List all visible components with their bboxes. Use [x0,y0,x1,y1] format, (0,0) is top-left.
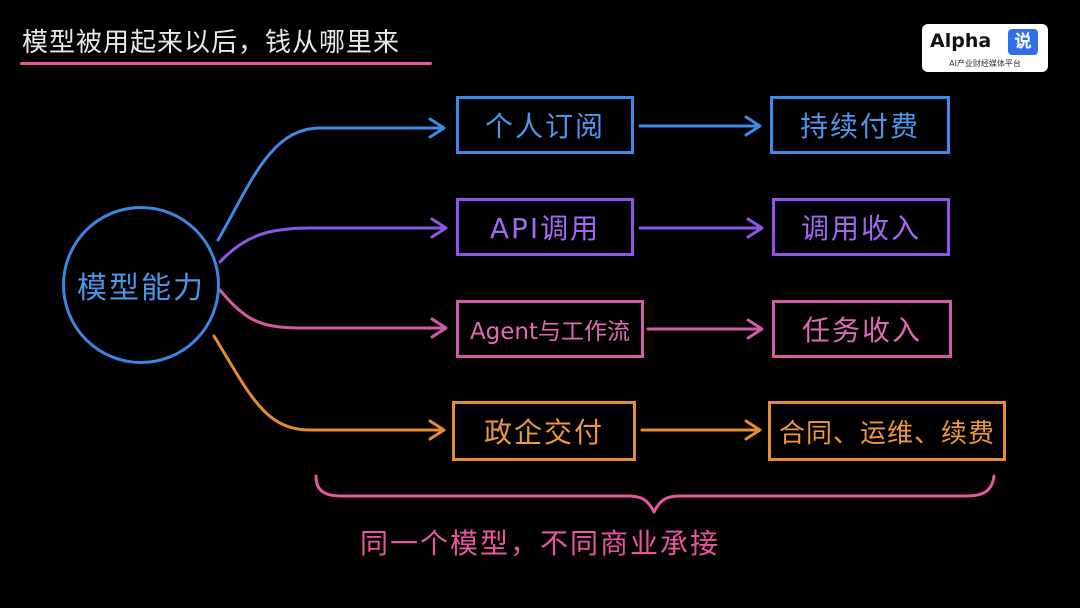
target-label-2: 调用收入 [800,212,921,245]
logo-subtitle: AI产业财经媒体平台 [949,59,1021,68]
branch-line-1 [216,126,444,242]
branch-line-4 [212,334,444,432]
branch-line-3 [218,288,446,330]
target-box-3: 任务收入 [772,300,952,358]
source-box-1: 个人订阅 [456,96,634,154]
branch-arrowhead-3 [430,317,448,339]
logo-wordmark: Alpha [930,30,992,52]
summary-caption: 同一个模型，不同商业承接 [359,527,720,560]
branch-arrowhead-2 [430,217,448,239]
alpha-logo: Alpha 说 AI产业财经媒体平台 [922,24,1048,72]
target-box-2: 调用收入 [772,198,950,256]
target-label-1: 持续付费 [799,110,920,143]
branch-arrowhead-4 [428,419,446,441]
source-label-2: API调用 [489,212,601,245]
source-box-4: 政企交付 [452,401,636,461]
target-box-1: 持续付费 [770,96,950,154]
target-box-4: 合同、运维、续费 [768,401,1006,461]
flow-arrowhead-2 [746,217,764,239]
branch-arrowhead-1 [428,117,446,139]
page-title: 模型被用起来以后，钱从哪里来 [22,28,401,58]
source-box-3: Agent与工作流 [456,300,644,358]
source-label-1: 个人订阅 [484,110,605,143]
branch-line-2 [218,226,446,264]
source-label-4: 政企交付 [483,416,604,449]
title-underline [20,62,432,65]
flow-arrowhead-1 [744,115,762,137]
target-label-4: 合同、运维、续费 [778,418,995,449]
source-box-2: API调用 [456,198,634,256]
target-label-3: 任务收入 [801,314,922,347]
flow-arrowhead-4 [744,419,762,441]
flow-arrowhead-3 [746,318,764,340]
logo-badge: 说 [1008,29,1038,55]
hub-label: 模型能力 [77,271,205,306]
summary-brace [314,474,996,514]
hub-circle: 模型能力 [62,206,220,364]
source-label-3: Agent与工作流 [469,319,631,345]
